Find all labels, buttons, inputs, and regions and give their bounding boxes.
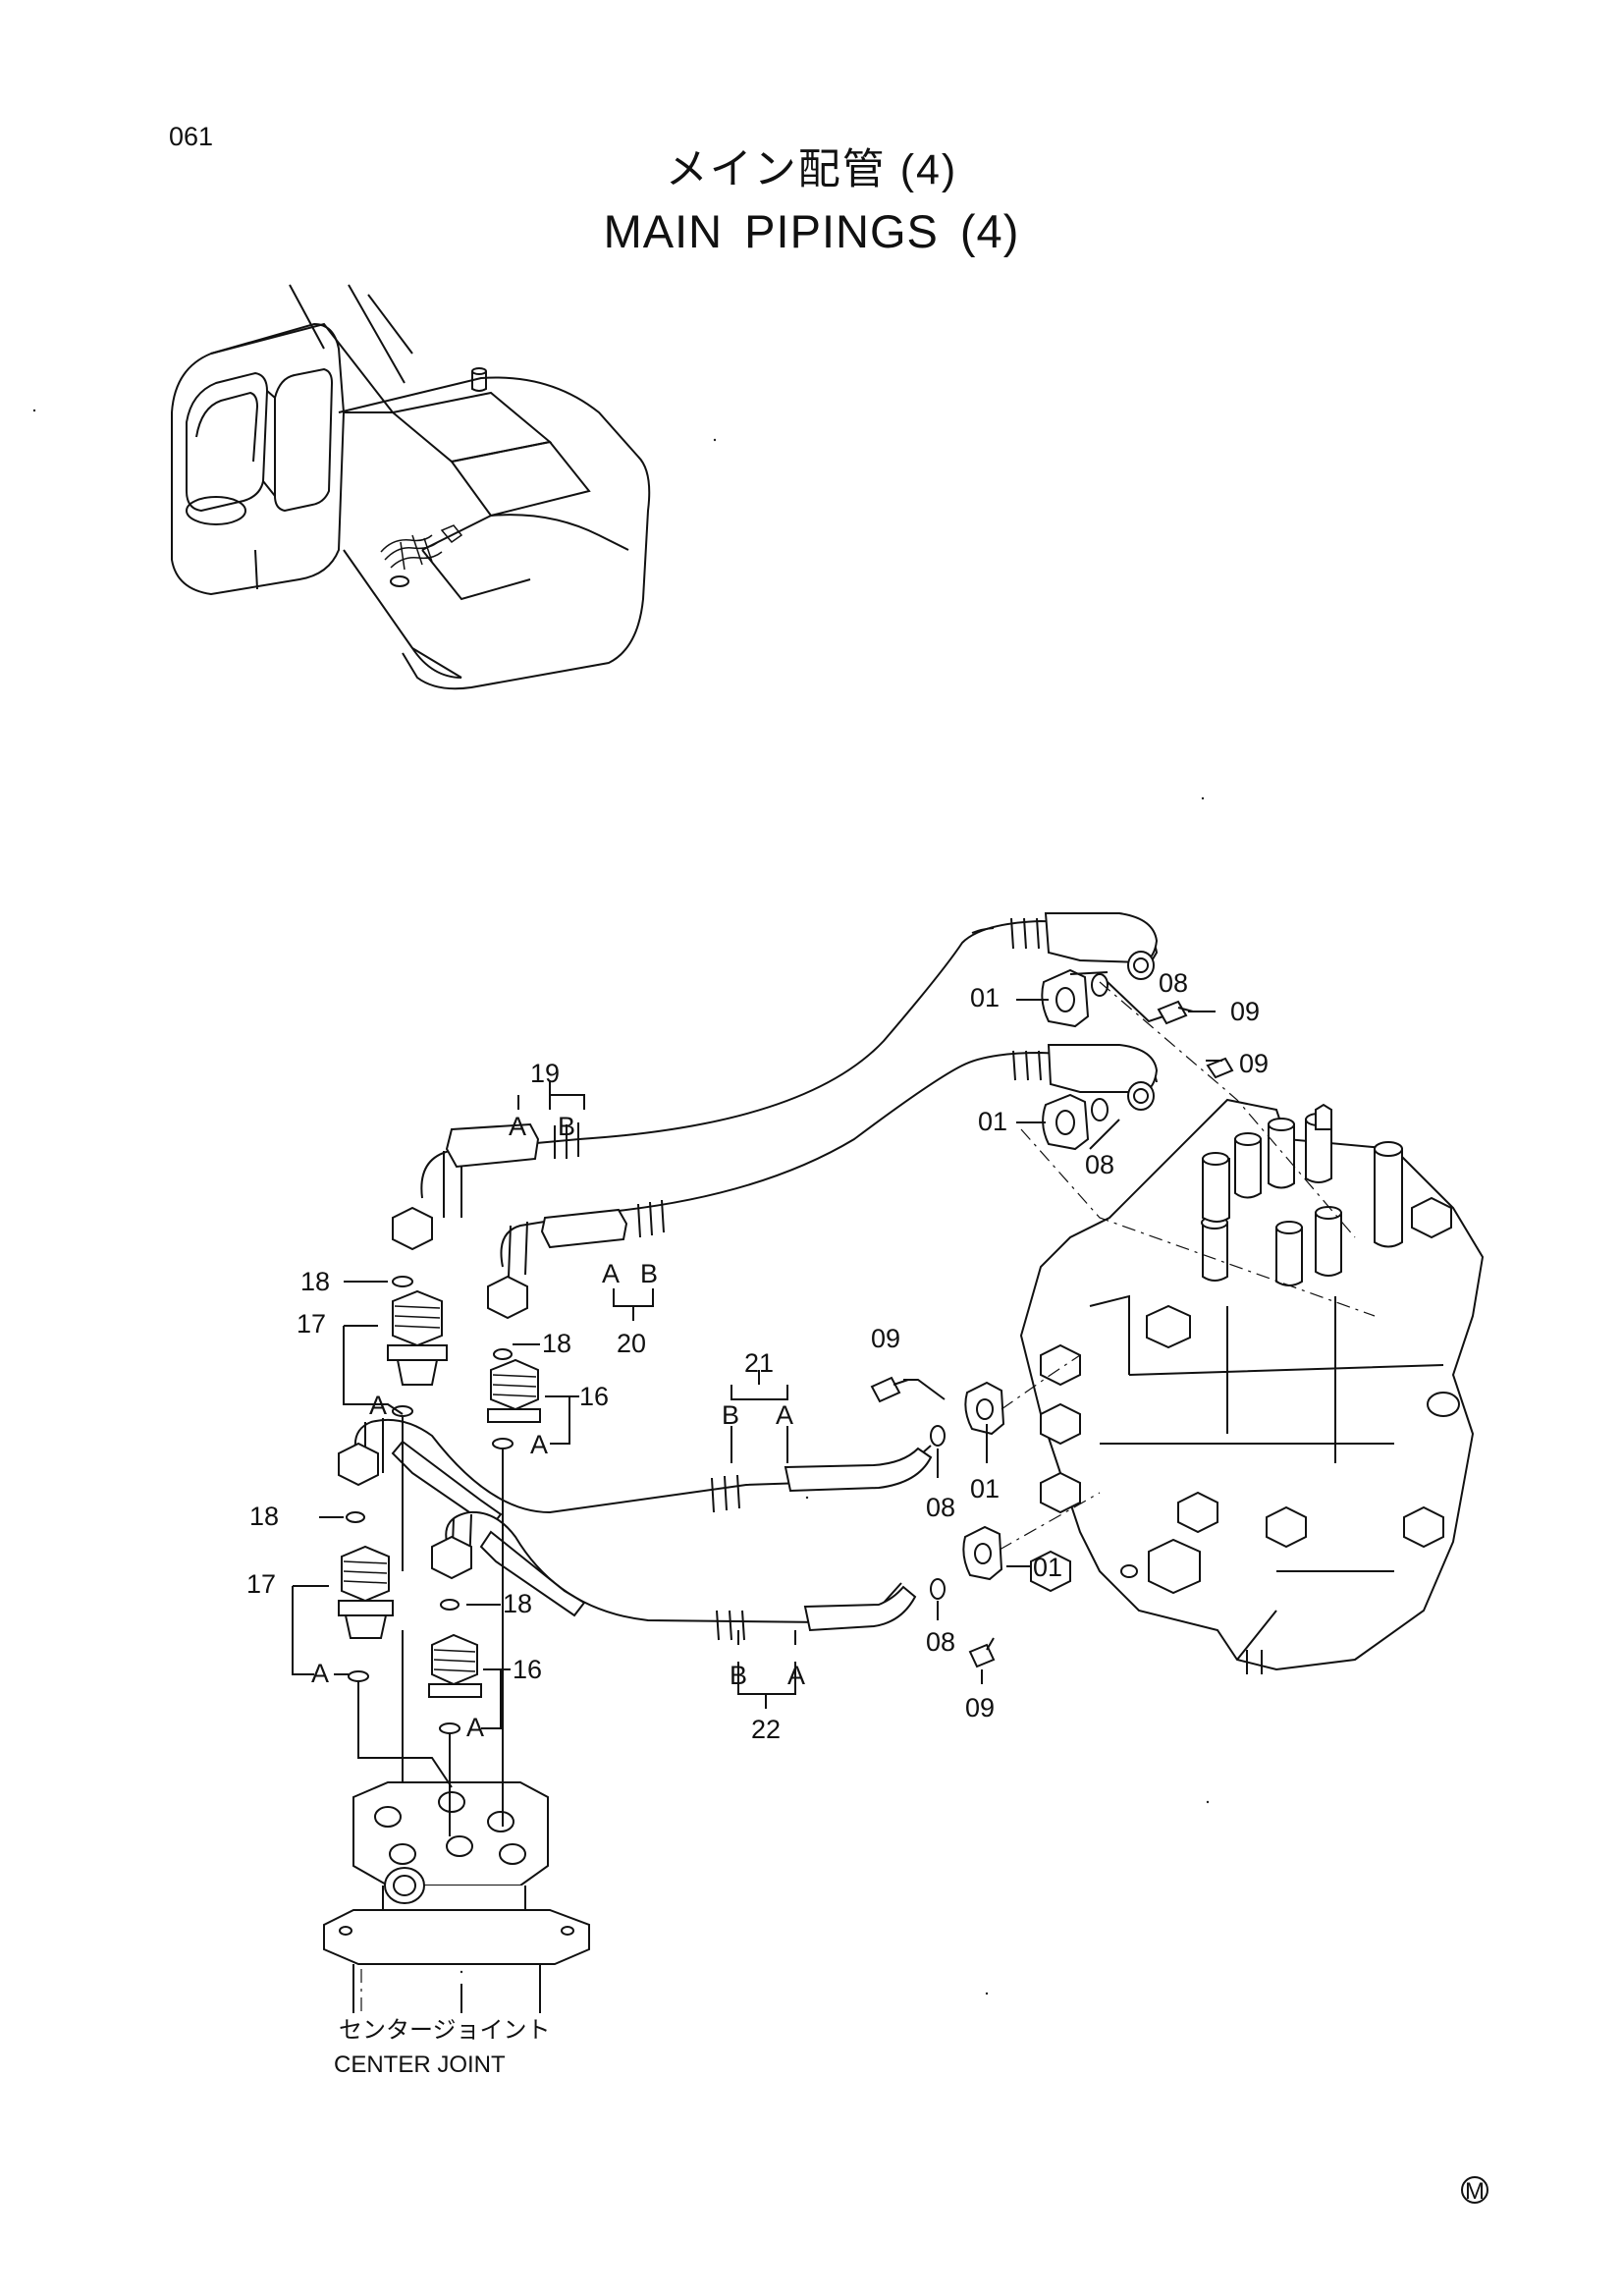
adapters-left	[338, 1276, 541, 1734]
callout-numbers: 19 20 21 22 01 01 01 01 08 08 08 08 09 0…	[246, 968, 1269, 1744]
footer-mark: M	[1465, 2178, 1485, 2205]
callout-01-d: 01	[1033, 1553, 1062, 1582]
excavator-location-illustration	[171, 284, 651, 690]
callout-21: 21	[744, 1348, 774, 1378]
port-a-20: A	[602, 1259, 620, 1288]
callout-01-c: 01	[970, 1474, 1000, 1503]
port-a-21: A	[776, 1400, 793, 1430]
callout-01-b: 01	[978, 1107, 1007, 1136]
callout-08-d: 08	[926, 1627, 955, 1657]
callout-18-b: 18	[542, 1329, 571, 1358]
port-b-21: B	[722, 1400, 739, 1430]
scan-dust	[32, 409, 1210, 1995]
callout-09-c: 09	[871, 1324, 900, 1353]
caption-english: CENTER JOINT	[334, 2051, 506, 2078]
leader-lines	[292, 971, 1376, 1836]
center-joint-caption: センタージョイント CENTER JOINT	[334, 2017, 551, 2078]
port-a-17-upper: A	[369, 1391, 387, 1420]
hose-22	[431, 1510, 917, 1641]
callout-09-d: 09	[965, 1693, 995, 1722]
caption-japanese: センタージョイント	[339, 2017, 551, 2044]
callout-08-a: 08	[1159, 968, 1188, 998]
callout-09-a: 09	[1230, 997, 1260, 1026]
callout-01-a: 01	[970, 983, 1000, 1012]
callout-16-b: 16	[513, 1655, 542, 1684]
callout-08-b: 08	[1085, 1150, 1114, 1179]
flange-fittings	[870, 968, 1234, 1668]
callout-18-a: 18	[300, 1267, 330, 1296]
callout-16-a: 16	[579, 1382, 609, 1411]
port-a-16-lower: A	[466, 1713, 484, 1742]
callout-18-d: 18	[503, 1589, 532, 1618]
callout-19: 19	[530, 1059, 560, 1088]
callout-17-a: 17	[297, 1309, 326, 1339]
callout-09-b: 09	[1239, 1049, 1269, 1078]
circled-m-mark: M	[1461, 2176, 1488, 2205]
port-a-19: A	[509, 1112, 526, 1141]
callout-08-c: 08	[926, 1493, 955, 1522]
port-a-22: A	[787, 1661, 805, 1690]
port-b-19: B	[558, 1112, 575, 1141]
hose-19	[392, 912, 1159, 1251]
page-number: 061	[169, 122, 214, 151]
callout-22: 22	[751, 1715, 781, 1744]
callout-20: 20	[617, 1329, 646, 1358]
port-b-20: B	[640, 1259, 658, 1288]
center-joint	[323, 1781, 590, 2013]
hose-21	[338, 1418, 933, 1529]
callout-17-b: 17	[246, 1569, 276, 1599]
port-a-17-lower: A	[311, 1659, 329, 1688]
title-japanese: メイン配管 (4)	[665, 146, 958, 193]
port-a-16-upper: A	[530, 1430, 548, 1459]
port-b-22: B	[730, 1661, 747, 1690]
callout-18-c: 18	[249, 1502, 279, 1531]
hose-20	[487, 1044, 1159, 1320]
port-letters: A B A B B A B A A A A A	[311, 1112, 805, 1742]
title-english: MAIN PIPINGS (4)	[603, 205, 1020, 257]
control-valve-block	[1019, 1098, 1485, 1674]
